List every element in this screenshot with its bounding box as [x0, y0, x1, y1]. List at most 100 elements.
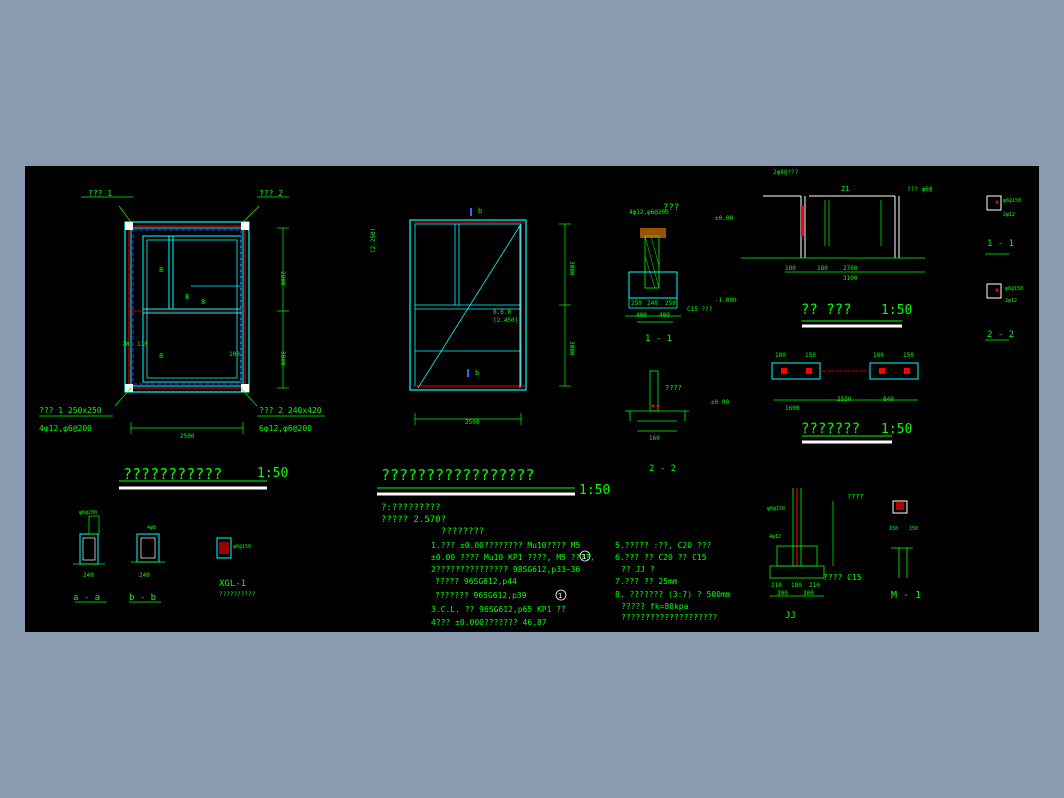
- roof-scale: 1:50: [579, 483, 610, 498]
- roof-dim-1: (2.250): [370, 228, 377, 253]
- found-title: ???????: [801, 421, 860, 437]
- aa-label: a - a: [73, 593, 100, 603]
- det22-label: 2 - 2: [987, 330, 1014, 340]
- elev-d1: 180: [785, 265, 796, 272]
- elev-label-21: 21: [841, 185, 849, 193]
- sec22-top: ????: [665, 384, 682, 392]
- aa-d1: φ6@200: [79, 510, 97, 516]
- found-d6: 1600: [785, 405, 800, 412]
- jj-d3: 210: [771, 582, 782, 589]
- jj-label: JJ: [785, 611, 796, 621]
- plan-mark-1: 8: [159, 266, 163, 274]
- found-d8: 840: [883, 396, 894, 403]
- plan-dim-width: 2500: [180, 433, 195, 440]
- found-d4: 150: [903, 352, 914, 359]
- detail-sections: [985, 195, 1009, 341]
- bb-d1: 4ψ8: [147, 525, 156, 531]
- elev-d5: 3100: [843, 275, 858, 282]
- notes-item-7: 4??? ±0.000??????? 46.87: [431, 618, 547, 627]
- plan-view: [39, 196, 325, 490]
- elev-title: ?? ???: [801, 302, 852, 318]
- sec11-d1: 250: [631, 300, 642, 307]
- plan-dim-lower: 3000: [279, 351, 286, 366]
- roof-view: [377, 208, 575, 496]
- xgl-sub: ??????????: [219, 591, 256, 598]
- elev-d4: 2700: [843, 265, 858, 272]
- sec11-d2: 240: [647, 300, 658, 307]
- notes-circle-1: 1: [582, 553, 586, 561]
- notes-line1: ????? 2.570?: [381, 515, 446, 525]
- elev-d2: 180: [817, 265, 828, 272]
- found-d1: 180: [775, 352, 786, 359]
- plan-dim-70: 70: [122, 341, 130, 348]
- m1-top: ????: [847, 493, 864, 501]
- sec11-note: C15 ???: [687, 306, 713, 313]
- bb-d2: 240: [139, 572, 150, 579]
- cad-drawing: ??? 1 ??? 2 ??? 1 250x250 4φ12,φ6@200 ??…: [39, 169, 1023, 627]
- sec22-d1: 160: [649, 435, 660, 442]
- roof-title: ?????????????????: [381, 466, 535, 484]
- notes-item-3: 2??????????????? 98SG612,p33~36: [431, 565, 580, 574]
- drawing-canvas[interactable]: ??? 1 ??? 2 ??? 1 250x250 4φ12,φ6@200 ??…: [25, 166, 1039, 632]
- plan-dim-130: 130: [137, 341, 148, 348]
- sec11-dim1: ±0.00: [715, 215, 733, 222]
- found-d2: 150: [805, 352, 816, 359]
- roof-dim-upper: 3000: [568, 261, 575, 276]
- found-d3: 180: [873, 352, 884, 359]
- small-sections: [73, 515, 232, 603]
- notes-item-5: ??????? 96SG612,p39: [435, 591, 527, 600]
- bb-label: b - b: [129, 593, 156, 603]
- plan-callout-right-rebar: 6φ12,φ6@200: [259, 424, 312, 433]
- plan-mark-2: 8: [185, 293, 189, 301]
- section-2-2: [625, 370, 689, 432]
- roof-mark-b2: b: [475, 369, 479, 377]
- jj-note: ???? C15: [823, 573, 862, 582]
- jj-section: [769, 488, 834, 597]
- notes-heading: ?:?????????: [381, 503, 441, 513]
- notes-right-5: 8. ??????? (3:7) ? 500mm: [615, 590, 731, 599]
- plan-callout-left-top: ??? 1: [88, 189, 112, 198]
- sec22-d0: ±0.00: [711, 399, 729, 406]
- elev-label-right: ??? φ6@: [907, 186, 933, 193]
- plan-mark-3: 8: [201, 298, 205, 306]
- elev-scale: 1:50: [881, 303, 912, 318]
- sec22-label: 2 - 2: [649, 464, 676, 474]
- det22-d2: 2φ12: [1005, 298, 1017, 304]
- m1-d1: 150: [889, 526, 898, 532]
- roof-dim-3: 0.6.0: [493, 309, 511, 316]
- found-d7: 2550: [837, 396, 852, 403]
- plan-callout-left-rebar: 4φ12,φ6@200: [39, 424, 92, 433]
- aa-d2: 240: [83, 572, 94, 579]
- sec11-d4: 400: [636, 312, 647, 319]
- jj-d4: 180: [791, 582, 802, 589]
- notes-right-2: 6.??? ?? C20 ?? C15: [615, 553, 707, 562]
- notes-item-4: ????? 96SG612,p44: [435, 577, 517, 586]
- notes-item-6: 3.C.L. ?? 96SG612,p65 KP1 ??: [431, 605, 566, 614]
- jj-d5: 210: [809, 582, 820, 589]
- text-layer: ??? 1 ??? 2 ??? 1 250x250 4φ12,φ6@200 ??…: [39, 169, 1023, 627]
- jj-d6: 300: [777, 590, 788, 597]
- notes-item-1: 1.??? ±0.00???????? Mu10???? M5: [431, 541, 580, 550]
- roof-dim-width: 2500: [465, 419, 480, 426]
- elevation-view: [741, 195, 925, 328]
- det11-label: 1 - 1: [987, 239, 1014, 249]
- plan-dim-upper: 2800: [279, 271, 286, 286]
- m1-d2: 150: [909, 526, 918, 532]
- plan-callout-right-top: ??? 2: [259, 189, 283, 198]
- plan-dim-100: 100: [229, 351, 240, 358]
- jj-d1: φ6@150: [767, 506, 785, 512]
- notes-circle-2: 1: [558, 592, 562, 600]
- notes-heading2: ????????: [441, 527, 484, 537]
- xgl-label: XGL-1: [219, 579, 246, 589]
- notes-right-3: ?? JJ ?: [621, 565, 655, 574]
- foundation-view: [771, 362, 919, 444]
- sec11-label: 1 - 1: [645, 334, 672, 344]
- jj-d2: 4φ12: [769, 534, 781, 540]
- det11-d1: φ6@150: [1003, 198, 1021, 204]
- section-1-1: [625, 228, 681, 323]
- plan-scale: 1:50: [257, 466, 288, 481]
- jj-d7: 300: [803, 590, 814, 597]
- plan-title: ???????????: [123, 465, 222, 483]
- m1-label: M - 1: [891, 590, 921, 601]
- elev-label-top: 2φ8@???: [773, 169, 799, 176]
